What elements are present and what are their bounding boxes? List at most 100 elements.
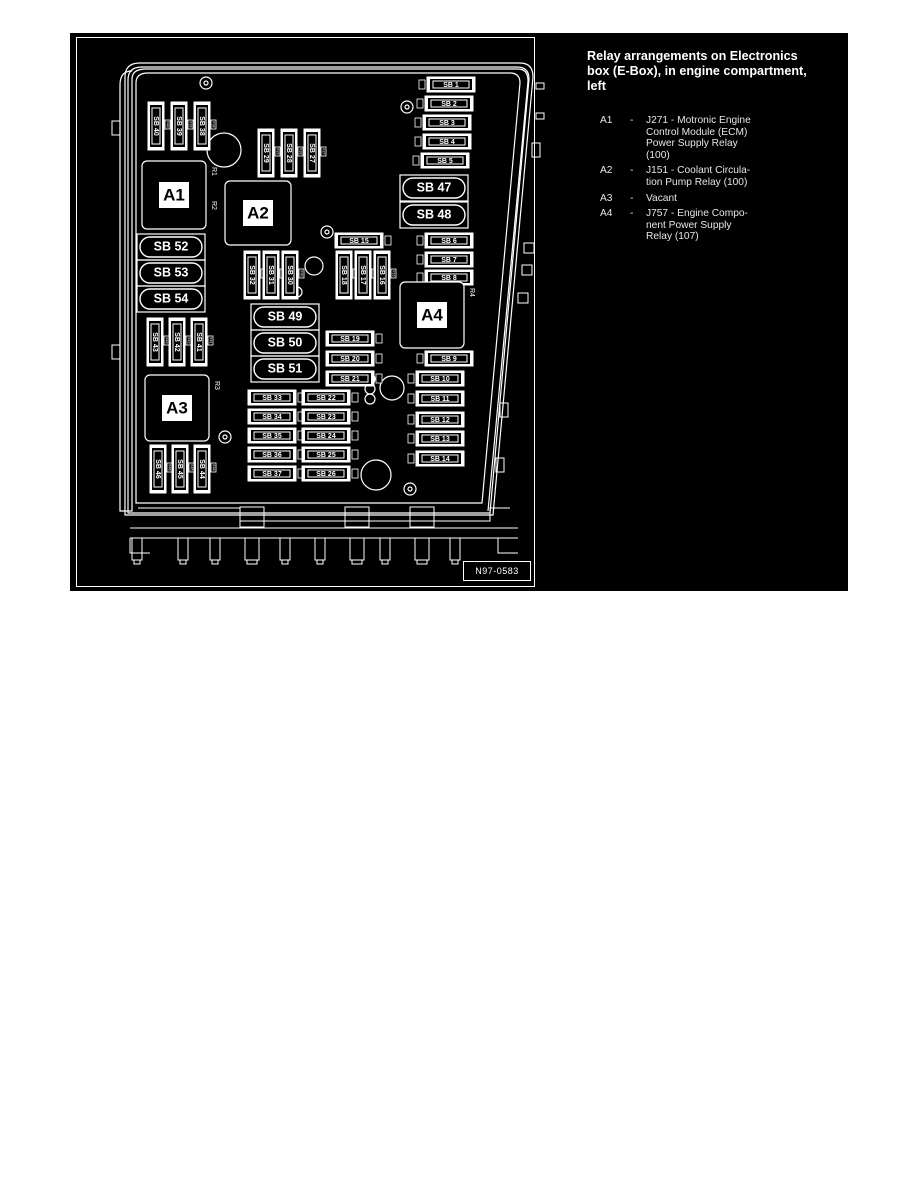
fuse-label: SB 24 (316, 433, 336, 440)
connector-pin (449, 537, 461, 561)
maxi-fuse-sb52: SB 52 (136, 233, 206, 261)
fuse-label: SB 5 (437, 158, 453, 165)
relay-a3: A3 R3 (144, 374, 220, 442)
legend-description: J151 - Coolant Circula- tion Pump Relay … (646, 165, 751, 188)
legend-key: A2 (600, 165, 613, 177)
legend-dash: - (630, 192, 634, 204)
fuse-label: SB 44 (198, 459, 205, 479)
fuse-sb11: SB 11 (407, 390, 465, 407)
fuse-label: SB 17 (359, 265, 366, 285)
connector-pin (379, 537, 391, 561)
connector-housing (409, 506, 435, 528)
connector-pin (314, 537, 326, 561)
maxi-fuse-sb51: SB 51 (250, 355, 320, 383)
fuse-label: SB 1 (443, 82, 459, 89)
fuse-sb14: SB 14 (407, 450, 465, 467)
relay-a2: A2 (224, 180, 292, 246)
relay-label: A2 (247, 203, 269, 222)
fuse-sb36: SB 36 (247, 446, 305, 463)
legend-key: A1 (600, 115, 613, 126)
fuse-slot-label: F40 (166, 121, 170, 127)
legend-dash: - (630, 115, 634, 126)
fuse-sb41: SB 41 F41 (190, 317, 214, 367)
fuse-sb21: SB 21 (325, 370, 383, 387)
fuse-label: SB 10 (430, 376, 450, 383)
fuse-label: SB 36 (262, 452, 282, 459)
fuse-label: SB 32 (248, 265, 255, 285)
maxi-fuse-label: SB 49 (268, 309, 303, 323)
fuse-sb12: SB 12 (407, 411, 465, 428)
fuse-sb25: SB 25 (301, 446, 359, 463)
maxi-fuse-sb48: SB 48 (399, 201, 469, 229)
fuse-sb8: SB 8 (416, 269, 474, 286)
legend-item-a3: A3 - Vacant (585, 193, 845, 205)
fuse-slot-label: F39 (189, 121, 193, 127)
fuse-label: SB 15 (349, 238, 369, 245)
legend-key: A4 (600, 208, 613, 220)
fuse-label: SB 18 (340, 265, 347, 285)
relay-slot-label: R3 (213, 381, 220, 390)
fuse-sb46: SB 46 F46 (149, 444, 173, 494)
relay-label: A4 (421, 305, 443, 324)
fuse-sb16: SB 16 F16 (373, 250, 397, 300)
fuse-slot-label: F43 (165, 337, 169, 343)
fuse-label: SB 33 (262, 395, 282, 402)
fuse-label: SB 8 (441, 275, 457, 282)
relay-label: A3 (166, 398, 188, 417)
maxi-fuse-label: SB 50 (268, 335, 303, 349)
fuse-label: SB 41 (195, 332, 202, 352)
fuse-label: SB 31 (267, 265, 274, 285)
fuse-slot-label: F27 (322, 148, 326, 154)
fuse-sb33: SB 33 (247, 389, 305, 406)
fuse-label: SB 16 (378, 265, 385, 285)
fuse-label: SB 46 (154, 459, 161, 479)
fuse-label: SB 34 (262, 414, 282, 421)
connector-pin (279, 537, 291, 561)
maxi-fuse-sb49: SB 49 (250, 303, 320, 331)
fuse-slot-label: F46 (168, 464, 172, 470)
fuse-sb17: SB 17F17 (354, 250, 378, 300)
maxi-fuse-sb47: SB 47 (399, 174, 469, 202)
screws (199, 76, 417, 496)
fuse-slot-label: F16 (392, 270, 396, 276)
fuse-sb24: SB 24 (301, 427, 359, 444)
fuse-slot-label: F29 (276, 148, 280, 154)
legend-key: A3 (600, 192, 613, 204)
relay-legend: Relay arrangements on Electronics box (E… (585, 49, 845, 247)
legend-dash: - (630, 165, 634, 177)
legend-item-a4: A4 - J757 - Engine Compo- nent Power Sup… (585, 208, 845, 243)
connector-pins (131, 506, 461, 565)
fuse-label: SB 39 (175, 116, 182, 136)
relay-slot-label: R1 (210, 167, 217, 176)
fuse-sb44: SB 44 F44 (193, 444, 217, 494)
fuse-sb35: SB 35 (247, 427, 305, 444)
legend-description: J271 - Motronic Engine Control Module (E… (646, 115, 751, 161)
legend-item-a1: A1 - J271 - Motronic Engine Control Modu… (585, 115, 845, 161)
fuse-label: SB 29 (262, 143, 269, 163)
fuse-label: SB 38 (198, 116, 205, 136)
fuse-slot-label: F41 (209, 337, 213, 343)
maxi-fuse-label: SB 47 (417, 180, 452, 194)
fuse-sb34: SB 34 (247, 408, 305, 425)
fuse-sb22: SB 22 (301, 389, 359, 406)
fuse-slot-label: F44 (212, 464, 216, 470)
fuse-sb19: SB 19 (325, 330, 383, 347)
fuse-label: SB 14 (430, 456, 450, 463)
maxi-fuse-label: SB 51 (268, 361, 303, 375)
legend-description: J757 - Engine Compo- nent Power Supply R… (646, 208, 748, 243)
fuse-label: SB 45 (176, 459, 183, 479)
maxi-fuse-sb50: SB 50 (250, 329, 320, 357)
connector-pin (349, 537, 365, 561)
fuse-sb10: SB 10 (407, 370, 465, 387)
fuse-sb37: SB 37 (247, 465, 305, 482)
legend-description: Vacant (646, 192, 677, 204)
